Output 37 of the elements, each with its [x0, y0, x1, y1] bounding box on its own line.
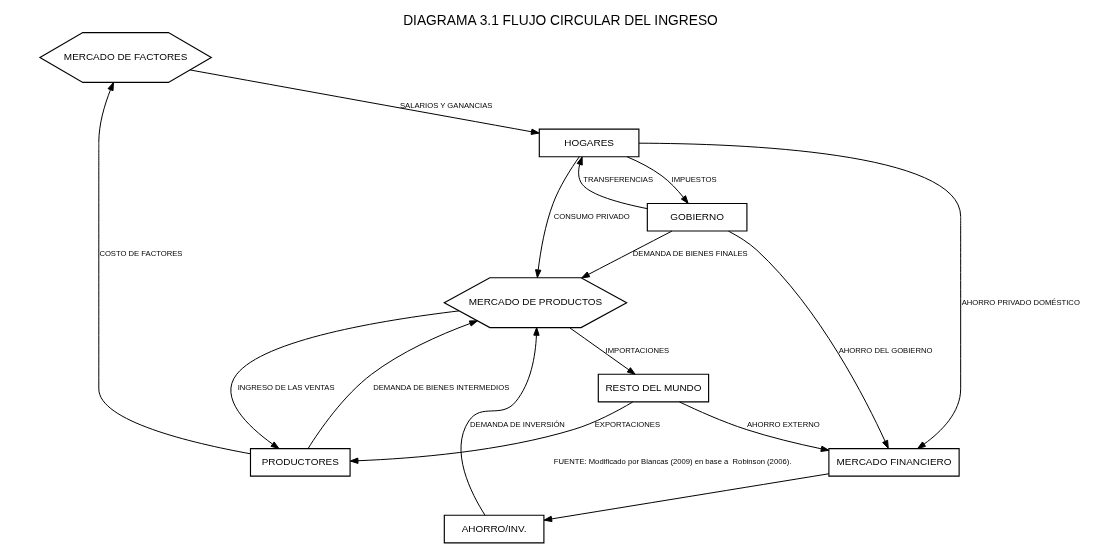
arrow [727, 230, 889, 449]
arrow [97, 82, 251, 455]
node-box: MERCADO FINANCIERO [827, 448, 960, 477]
arrow [678, 401, 829, 452]
edge-label: IMPUESTOS [671, 175, 717, 184]
arrow [580, 230, 672, 279]
edge-label: AHORRO EXTERNO [746, 420, 820, 430]
caption: FUENTE: Modificado por Blancas (2009) en base a Robinson (2006). [553, 457, 791, 467]
arrow [543, 473, 829, 523]
node-box: PRODUCTORES [249, 448, 351, 477]
edge-label: DEMANDA DE INVERSIÓN [469, 420, 565, 430]
edge-label: AHORRO DEL GOBIERNO [838, 345, 932, 355]
edge-label: CONSUMO PRIVADO [553, 212, 630, 222]
arrow [638, 142, 961, 449]
arrow [626, 156, 689, 204]
node-box: GOBIERNO [646, 202, 747, 232]
arrow [460, 327, 540, 516]
node-box: RESTO DEL MUNDO [597, 373, 709, 403]
arrow [576, 156, 648, 210]
node-box: HOGARES [538, 128, 639, 158]
arrow [568, 327, 636, 375]
edge-label: SALARIOS Y GANANCIAS [399, 100, 492, 110]
edge-label: AHORRO PRIVADO DOMÉSTICO [961, 297, 1080, 307]
edge-label: TRANSFERENCIAS [582, 175, 653, 184]
arrow [307, 320, 478, 449]
node-box: AHORRO/INV. [443, 514, 544, 544]
arrow [189, 69, 540, 135]
edge-label: IMPORTACIONES [605, 345, 669, 355]
edge-label: DEMANDA DE BIENES FINALES [632, 249, 748, 259]
edge-label: DEMANDA DE BIENES INTERMEDIOS [372, 383, 509, 392]
edge-label: EXPORTACIONES [594, 420, 660, 430]
edge-label: INGRESO DE LAS VENTAS [237, 383, 335, 392]
arrow [349, 401, 633, 464]
arrow [534, 156, 580, 279]
edge-label: COSTO DE FACTORES [98, 249, 182, 259]
arrow [229, 310, 460, 449]
diagram-title: DIAGRAMA 3.1 FLUJO CIRCULAR DEL INGRESO [402, 13, 718, 29]
